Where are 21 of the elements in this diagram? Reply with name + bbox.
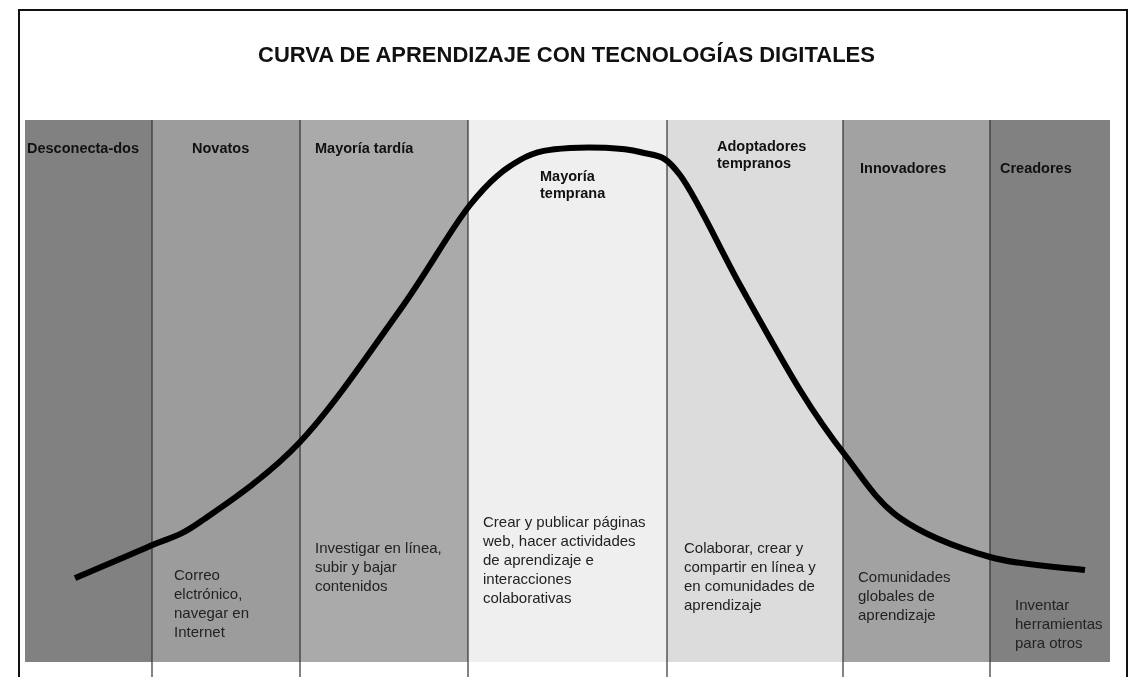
stage-band [300,120,468,662]
stage-band [843,120,990,662]
stage-heading: Adoptadores tempranos [717,138,808,172]
stage-heading: Mayoría tardía [315,140,415,157]
stage-band [25,120,152,662]
stage-band [468,120,667,662]
stage-heading: Novatos [192,140,251,157]
diagram-title: CURVA DE APRENDIZAJE CON TECNOLOGÍAS DIGITALES [257,42,876,68]
stage-heading: Desconecta-dos [27,140,140,157]
stage-heading: Innovadores [860,160,948,177]
stage-description: Investigar en línea, subir y bajar contenidos [315,538,443,595]
stage-description: Correo elctrónico, navegar en Internet [174,565,251,641]
stage-band [667,120,843,662]
stage-description: Comunidades globales de aprendizaje [858,567,952,624]
stage-description: Colaborar, crear y compartir en línea y en comunidades de aprendizaje [684,538,817,614]
stage-description: Crear y publicar páginas web, hacer actividades de aprendizaje e interacciones colaborativas [483,512,647,607]
stage-heading: Mayoría temprana [540,168,607,202]
stage-band [152,120,300,662]
stage-band [990,120,1110,662]
stage-description: Inventar herramientas para otros [1015,595,1104,652]
stage-heading: Creadores [1000,160,1073,177]
